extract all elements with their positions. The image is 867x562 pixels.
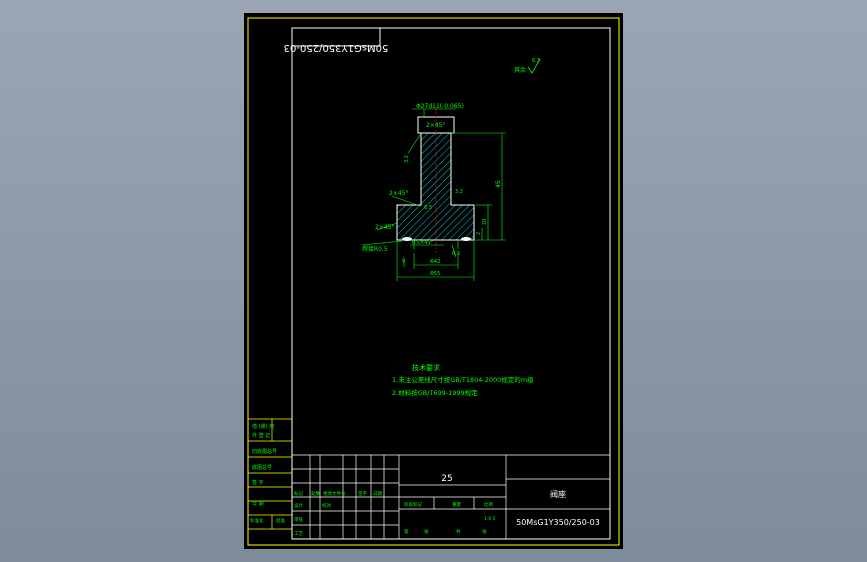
grid-header-3: 更改文件号 [323, 490, 346, 497]
dim-total-height: 45 [495, 180, 502, 188]
dim-outer-dia: Φ55 [430, 271, 440, 277]
dim-chamfer-top: 2×45° [426, 122, 445, 129]
sheet-label-4: 张 [482, 528, 487, 535]
grid-header-5: 日期 [373, 491, 382, 497]
grid-header-2: 处数 [311, 490, 320, 497]
notes-line1: 1.未注公差线尺寸按GB/T1804-2000规定的m级 [392, 375, 534, 384]
role-review: 审核 [294, 516, 303, 523]
technical-notes: 技术要求 1.未注公差线尺寸按GB/T1804-2000规定的m级 2.材料按G… [392, 363, 534, 397]
dim-right-small: 6.3 [452, 251, 460, 257]
dim-top-dia: Φ27d11(-0.065) [416, 103, 464, 110]
code-stamp: 50MsG1Y350/250-03 [284, 42, 389, 53]
outer-frame [247, 17, 620, 546]
dimension-texts: Φ27d11(-0.065) 2×45° 2×45° 2×45° 3.2 3.2… [362, 103, 502, 277]
dim-rough-body: 6.3 [424, 205, 432, 211]
role-design: 设计 [294, 502, 303, 509]
left-row-1: 旧底图总号 [252, 448, 277, 455]
side-label-1: 借 (通) 用 [252, 423, 274, 430]
material-mark: 25 [441, 474, 452, 484]
title-block [292, 454, 610, 539]
side-label-2: 件 登 记 [252, 432, 270, 439]
drawing-number: 50MsG1Y350/250-03 [516, 518, 600, 527]
stage-header-3: 比例 [484, 501, 493, 508]
sheet-label-2: 张 [424, 528, 429, 535]
left-row-4: 日 期 [252, 501, 264, 507]
notes-line2: 2.材料按GB/T699-1999规定 [392, 388, 478, 397]
left-row-3: 签 字 [252, 479, 264, 486]
part-section [396, 108, 475, 253]
dim-chamfer-mid: 2×45° [389, 190, 408, 197]
role-approve: 批准 [276, 517, 285, 524]
left-row-2: 底图总号 [252, 464, 272, 471]
scale-value: 1:0.5 [484, 516, 496, 522]
dim-rough-right: 3.2 [455, 189, 463, 195]
sheet-label-1: 第 [404, 528, 409, 535]
svg-text:6.3: 6.3 [532, 58, 540, 64]
grid-header-4: 签字 [358, 490, 367, 497]
dim-bottom-dia: Φ42 [430, 259, 440, 265]
drawing-canvas: 50MsG1Y350/250-03 其余 6.3 [247, 17, 620, 546]
drawing-sheet: 50MsG1Y350/250-03 其余 6.3 [244, 13, 623, 549]
dim-undercut: 0.5×45° [412, 240, 434, 246]
svg-text:其余: 其余 [514, 66, 526, 74]
role-process: 工艺 [294, 531, 303, 537]
dim-rough-left: 3.2 [404, 155, 410, 163]
role-check: 校对 [322, 502, 331, 509]
dim-weld-label: 焊接R0.5 [362, 245, 388, 253]
notes-heading: 技术要求 [412, 363, 440, 372]
grid-header-1: 标记 [294, 490, 303, 497]
dim-flange-h2: 2 [476, 232, 482, 235]
part-name: 阀座 [550, 489, 566, 499]
sheet-label-3: 共 [456, 528, 461, 535]
inner-border [291, 27, 611, 540]
roughness-symbol: 其余 6.3 [514, 58, 541, 74]
dim-left-small: 9 [402, 259, 405, 265]
stage-header-1: 阶段标记 [404, 501, 422, 508]
dimension-lines [361, 108, 506, 281]
stage-header-2: 重量 [452, 501, 461, 508]
dim-chamfer-bottom: 2×45° [375, 224, 394, 231]
role-standard: 标准化 [250, 517, 264, 524]
dim-flange-h1: 20 [482, 219, 488, 225]
